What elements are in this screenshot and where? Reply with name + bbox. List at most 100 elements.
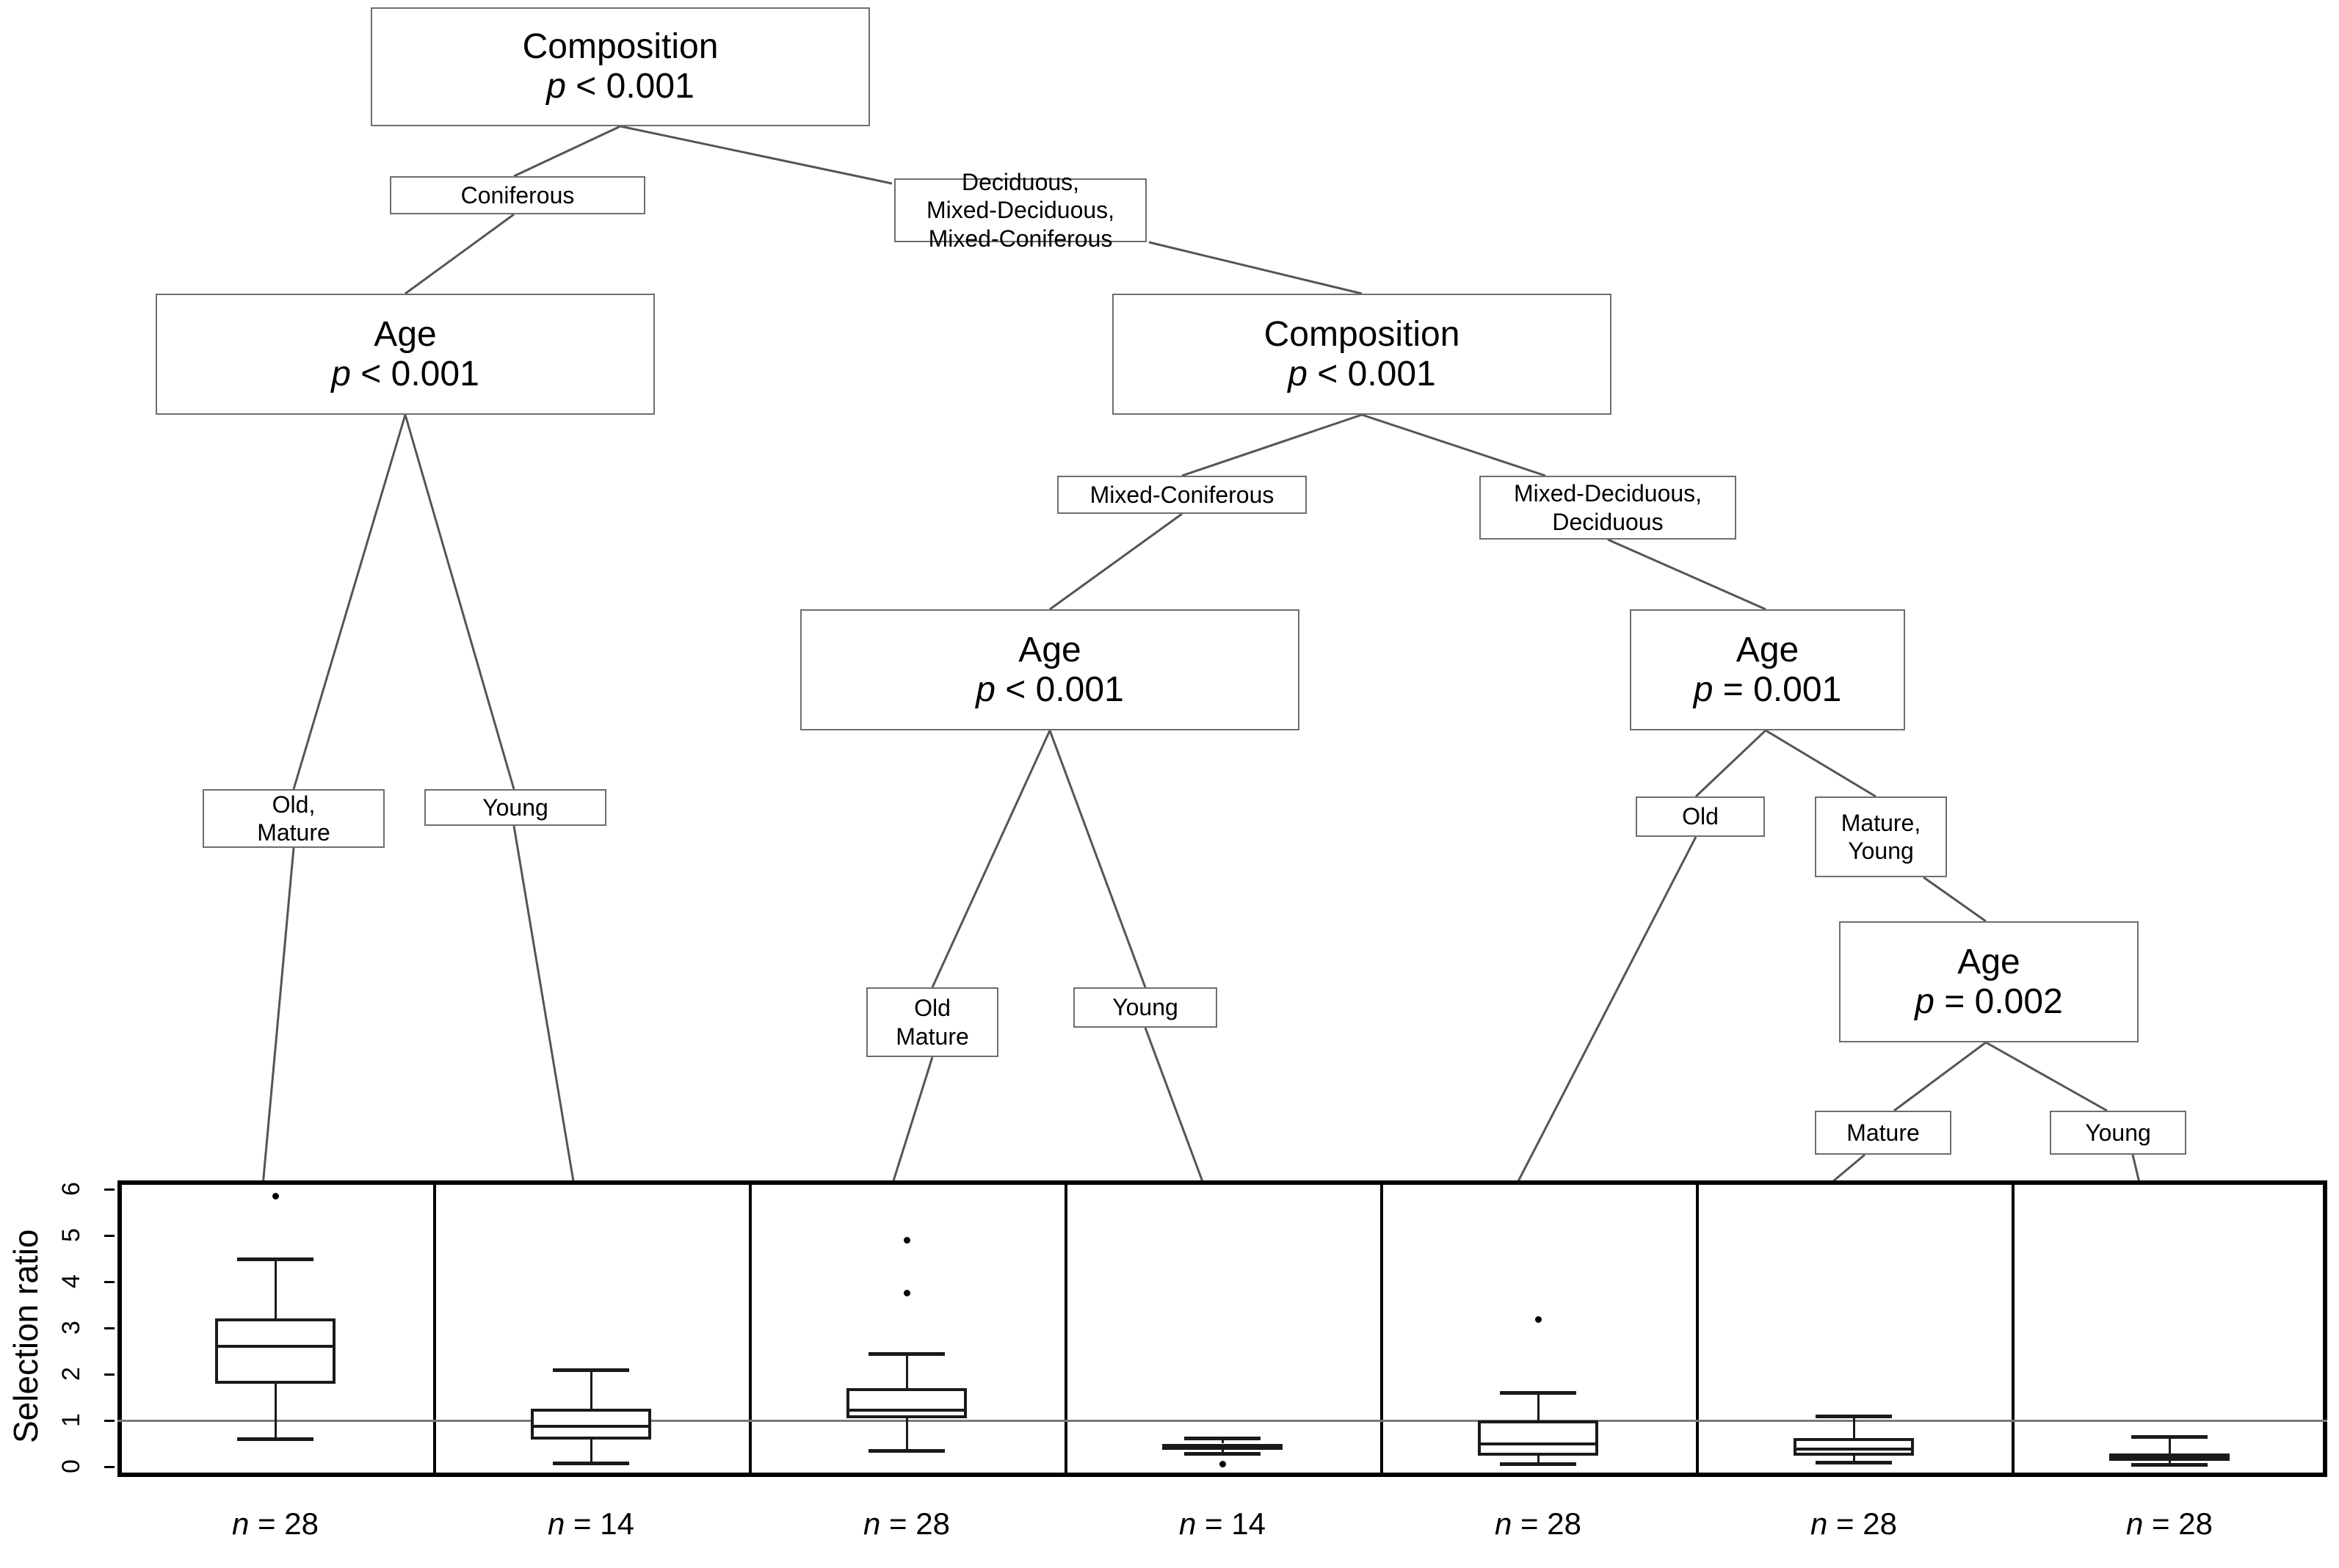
edge-label-mixed-coniferous[interactable]: Mixed-Coniferous [1057, 476, 1307, 514]
edge-label-deciduous-group[interactable]: Deciduous, Mixed-Deciduous, Mixed-Conife… [894, 169, 1147, 252]
terminal-node-count-label: n = 28 [863, 1506, 950, 1541]
edge-label-mature-young[interactable]: Mature, Young [1815, 796, 1947, 877]
edge-label-old-mature-middle[interactable]: Old Mature [866, 987, 998, 1057]
tree-node-age-mixed-coniferous[interactable]: Age p < 0.001 [800, 609, 1299, 730]
terminal-node-count-label: n = 28 [1495, 1506, 1581, 1541]
edge-label-line: Mature [257, 819, 330, 846]
boxplot-box [1794, 1437, 1914, 1456]
boxplot-whisker-lower-cap [1184, 1452, 1261, 1456]
boxplot-median [1794, 1448, 1914, 1451]
boxplot-box [531, 1409, 651, 1440]
node-variable-name: Age [1018, 630, 1081, 669]
node-p-value: p < 0.001 [331, 354, 479, 393]
node-variable-name: Age [1736, 630, 1799, 669]
node-p-value: p = 0.001 [1693, 669, 1842, 709]
y-tick-mark [104, 1373, 115, 1376]
edge-label-coniferous[interactable]: Coniferous [390, 176, 645, 214]
boxplot-whisker-lower [1537, 1455, 1540, 1464]
boxplot-median [215, 1345, 336, 1349]
boxplot-median [1162, 1444, 1283, 1448]
y-tick-mark [104, 1466, 115, 1468]
y-tick-label: 3 [57, 1321, 85, 1335]
node-p-value: p < 0.001 [976, 669, 1124, 709]
y-tick-label: 6 [57, 1182, 85, 1197]
y-tick-label: 4 [57, 1274, 85, 1289]
boxplot-whisker-lower-cap [237, 1437, 313, 1442]
boxplot-whisker-upper-cap [237, 1257, 313, 1261]
terminal-node-count-label: n = 14 [1179, 1506, 1266, 1541]
edge-label-line: Coniferous [460, 181, 575, 208]
panel-separator [433, 1183, 436, 1474]
terminal-node-count-label: n = 28 [2126, 1506, 2213, 1541]
boxplot-whisker-lower [1853, 1455, 1855, 1462]
tree-node-age-deciduous[interactable]: Age p = 0.001 [1630, 609, 1905, 730]
edge-label-line: Mixed-Deciduous, [1513, 480, 1702, 507]
edge-label-line: Young [1848, 838, 1914, 864]
y-tick-label: 0 [57, 1459, 85, 1474]
node-p-value: p < 0.001 [546, 67, 695, 106]
boxplot-median [1478, 1442, 1598, 1445]
terminal-node-count-label: n = 28 [232, 1506, 319, 1541]
boxplot-median [846, 1409, 967, 1412]
edge-label-line: Mature [896, 1023, 969, 1050]
boxplot-whisker-upper [1853, 1415, 1855, 1438]
boxplot-median [531, 1424, 651, 1428]
boxplot-outlier [903, 1290, 910, 1297]
boxplot-whisker-upper-cap [868, 1351, 945, 1356]
boxplot-outlier [1534, 1316, 1542, 1324]
boxplot-median [2109, 1456, 2230, 1460]
boxplot-whisker-upper-cap [1816, 1414, 1892, 1418]
node-variable-name: Composition [522, 27, 719, 67]
y-tick-mark [104, 1327, 115, 1329]
boxplot-whisker-lower-cap [1816, 1460, 1892, 1464]
boxplot-whisker-upper-cap [1184, 1436, 1261, 1440]
edge-label-line: Mature, [1841, 809, 1921, 836]
tree-node-composition-root[interactable]: Composition p < 0.001 [371, 7, 870, 126]
boxplot-whisker-lower [275, 1383, 277, 1440]
tree-node-composition-second[interactable]: Composition p < 0.001 [1112, 294, 1611, 415]
y-tick-label: 5 [57, 1228, 85, 1243]
y-axis-title: Selection ratio [7, 1229, 45, 1443]
boxplot-whisker-upper-cap [553, 1368, 629, 1372]
node-variable-name: Age [1957, 942, 2020, 981]
y-tick-label: 2 [57, 1367, 85, 1382]
tree-node-age-deepest[interactable]: Age p = 0.002 [1839, 921, 2139, 1042]
boxplot-whisker-upper-cap [1500, 1391, 1576, 1395]
edge-label-line: Mixed-Deciduous, [926, 197, 1115, 224]
boxplot-whisker-lower [906, 1418, 908, 1451]
boxplot-whisker-lower-cap [553, 1461, 629, 1465]
edge-label-young-left[interactable]: Young [424, 789, 606, 826]
boxplot-whisker-upper [1537, 1393, 1540, 1420]
edge-label-young-bottom[interactable]: Young [2050, 1111, 2186, 1155]
boxplot-whisker-lower-cap [868, 1448, 945, 1453]
boxplot-whisker-upper [275, 1258, 277, 1319]
boxplot-outlier [1219, 1461, 1226, 1468]
panel-separator [1380, 1183, 1383, 1474]
edge-label-mature-bottom[interactable]: Mature [1815, 1111, 1951, 1155]
y-tick-mark [104, 1420, 115, 1422]
boxplot-whisker-upper [2169, 1437, 2171, 1454]
panel-separator [2012, 1183, 2015, 1474]
edge-label-line: Old [1682, 803, 1719, 830]
edge-label-line: Mature [1846, 1119, 1920, 1146]
panel-separator [1696, 1183, 1699, 1474]
boxplot-box [215, 1318, 336, 1384]
boxplot-box [1478, 1420, 1598, 1456]
boxplot-whisker-lower [590, 1440, 592, 1463]
tree-node-age-coniferous[interactable]: Age p < 0.001 [156, 294, 655, 415]
edge-label-line: Old, [272, 791, 316, 818]
node-variable-name: Composition [1263, 314, 1460, 354]
edge-label-young-middle[interactable]: Young [1073, 987, 1217, 1028]
terminal-node-count-label: n = 28 [1810, 1506, 1897, 1541]
edge-label-old-mature[interactable]: Old, Mature [203, 789, 385, 848]
edge-label-line: Deciduous, [961, 168, 1080, 195]
edge-label-mixed-deciduous-deciduous[interactable]: Mixed-Deciduous, Deciduous [1479, 476, 1736, 540]
edge-label-line: Mixed-Coniferous [928, 225, 1113, 252]
edge-label-line: Young [482, 794, 548, 821]
edge-label-old-right[interactable]: Old [1636, 796, 1765, 837]
node-p-value: p < 0.001 [1288, 354, 1436, 393]
boxplot-whisker-upper [906, 1353, 908, 1388]
boxplot-box [846, 1387, 967, 1418]
y-tick-mark [104, 1281, 115, 1283]
